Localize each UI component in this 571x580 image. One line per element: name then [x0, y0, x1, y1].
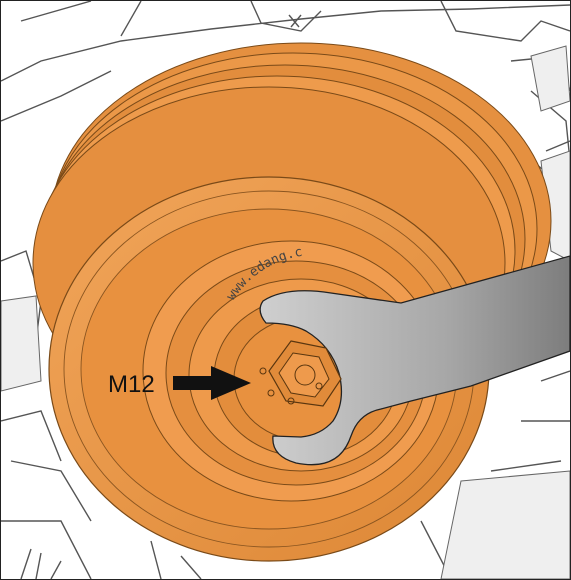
bolt-size-label: M12	[108, 371, 155, 398]
right-arrow-icon	[173, 366, 251, 400]
engine-shading	[1, 45, 570, 579]
open-end-wrench-icon	[259, 255, 570, 466]
hex-bolt-icon	[259, 340, 342, 407]
